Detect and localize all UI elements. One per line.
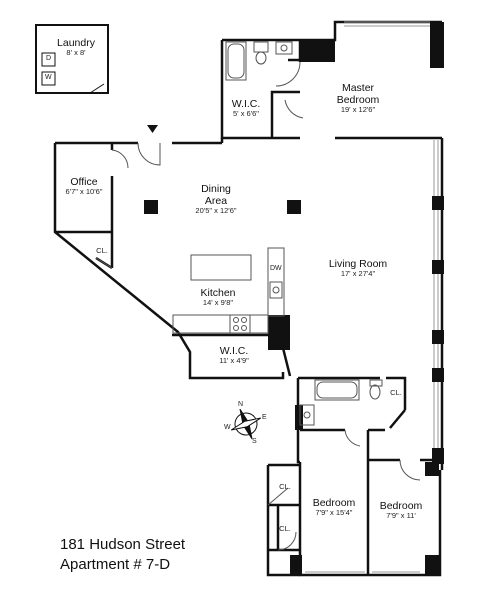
room-name: Bedroom	[312, 497, 356, 509]
room-name: W.I.C.	[219, 345, 249, 357]
room-label-kitchen: Kitchen 14' x 9'8"	[200, 287, 235, 308]
laundry-room	[35, 24, 109, 94]
room-dimensions: 7'9" x 15'4"	[315, 508, 353, 518]
compass-south: S	[252, 438, 257, 445]
closet-label-bath: CL.	[390, 388, 402, 397]
dishwasher-label: DW	[270, 265, 282, 272]
kitchen-fixtures	[172, 247, 285, 334]
room-dimensions: 20'5" x 12'6"	[195, 206, 237, 216]
closet-label-bedroom-lower: CL.	[279, 524, 291, 533]
room-dimensions: 11' x 4'9"	[219, 356, 249, 366]
room-label-wic-master: W.I.C. 5' x 6'6"	[232, 98, 261, 119]
room-label-laundry: Laundry 8' x 8'	[57, 37, 95, 58]
room-name-line2: Area	[204, 195, 228, 208]
room-dimensions: 19' x 12'6"	[340, 105, 376, 115]
windows-right	[305, 21, 439, 573]
doors	[95, 142, 421, 551]
room-name: W.I.C.	[231, 98, 261, 110]
dryer-label: D	[46, 55, 52, 62]
room-name: Living Room	[328, 258, 388, 270]
room-name-line1: Dining	[201, 183, 231, 195]
room-label-bedroom-right: Bedroom 7'9" x 11'	[380, 500, 423, 521]
room-name: Kitchen	[200, 287, 236, 299]
room-dimensions: 14' x 9'8"	[202, 298, 234, 308]
entry-arrow-icon	[147, 125, 158, 133]
room-label-master-bedroom: Master Bedroom 19' x 12'6"	[337, 82, 380, 115]
compass-rose-icon	[230, 408, 262, 440]
room-dimensions: 5' x 6'6"	[233, 109, 259, 119]
address-line-1: 181 Hudson Street	[60, 536, 186, 553]
compass-west: W	[224, 424, 231, 431]
room-name-line2: Bedroom	[336, 94, 380, 107]
hall-bath-fixtures	[299, 379, 383, 426]
room-dimensions: 7'9" x 11'	[386, 511, 416, 521]
room-label-living-room: Living Room 17' x 27'4"	[329, 258, 387, 279]
room-name-line1: Master	[341, 82, 375, 94]
room-name: Office	[70, 176, 98, 188]
room-name: Bedroom	[379, 500, 423, 512]
master-column-a	[300, 40, 335, 62]
master-suite-walls	[220, 20, 442, 140]
room-dimensions: 6'7" x 10'6"	[65, 187, 103, 197]
room-label-dining-area: Dining Area 20'5" x 12'6"	[195, 183, 236, 216]
structural-columns	[144, 196, 444, 575]
compass-north: N	[238, 401, 244, 408]
closet-label-bedroom-upper: CL.	[279, 482, 291, 491]
washer-label: W	[45, 74, 52, 81]
master-column-b	[430, 22, 444, 68]
room-label-office: Office 6'7" x 10'6"	[66, 176, 103, 197]
room-name: Laundry	[57, 37, 95, 49]
room-label-wic-hall: W.I.C. 11' x 4'9"	[219, 345, 249, 366]
address-line-2: Apartment # 7-D	[60, 556, 171, 573]
closet-label-office: CL.	[96, 246, 108, 255]
room-dimensions: 8' x 8'	[66, 48, 86, 58]
room-dimensions: 17' x 27'4"	[340, 269, 376, 279]
compass-east: E	[262, 414, 267, 421]
room-label-bedroom-left: Bedroom 7'9" x 15'4"	[313, 497, 356, 518]
master-bath-fixtures	[225, 41, 304, 119]
main-walls	[53, 138, 444, 577]
